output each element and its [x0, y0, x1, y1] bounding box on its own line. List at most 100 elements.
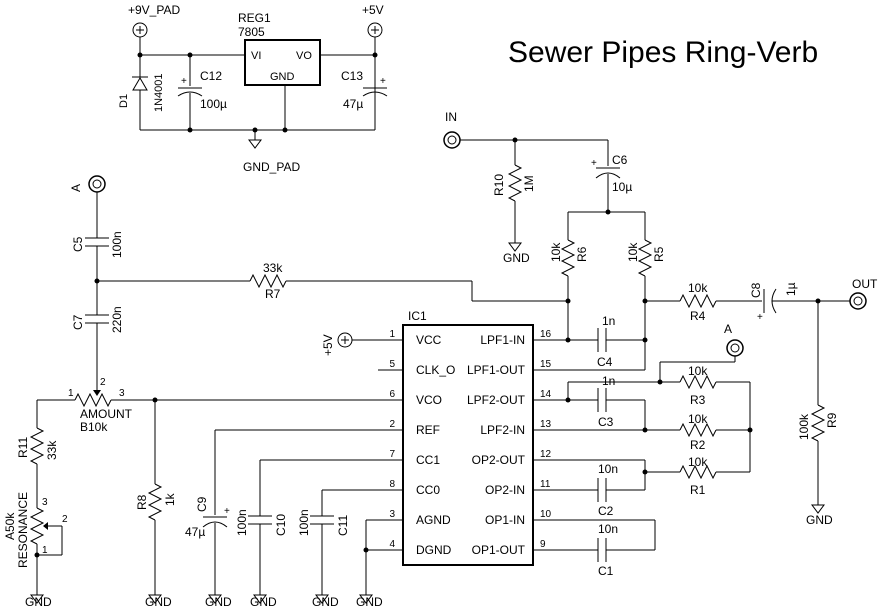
ic-pin-num-14: 14: [540, 389, 552, 400]
gnd-r10: GND: [503, 251, 530, 265]
ic-pin-num-7: 7: [389, 449, 395, 460]
c2-value: 10n: [598, 462, 618, 476]
c1-ref: C1: [598, 564, 614, 578]
c9-ref: C9: [195, 496, 209, 512]
gnd-c9: GND: [205, 595, 232, 609]
reg-vi: VI: [251, 50, 261, 62]
resonance-label: RESONANCE: [16, 492, 30, 568]
r1-ref: R1: [690, 483, 706, 497]
input-pad[interactable]: [443, 131, 461, 149]
ic-pin-name-op1-out: OP1-OUT: [472, 543, 526, 557]
v9-label: +9V_PAD: [128, 3, 180, 17]
ic-pin-num-13: 13: [540, 419, 552, 430]
ic-pin-num-3: 3: [389, 509, 395, 520]
r3-ref: R3: [690, 393, 706, 407]
c10-value: 100n: [235, 509, 249, 536]
c1-value: 10n: [598, 522, 618, 536]
ic1-body: [402, 324, 534, 566]
r1-value: 10k: [688, 455, 708, 469]
d1-ref: D1: [118, 94, 130, 108]
r4-ref: R4: [690, 309, 706, 323]
gnd-pad-label: GND_PAD: [243, 160, 300, 174]
c2-ref: C2: [598, 504, 614, 518]
a-pad-right[interactable]: [726, 339, 744, 357]
c3-value: 1n: [602, 374, 615, 388]
r9-ref: R9: [825, 412, 839, 428]
ic-pin-name-dgnd: DGND: [416, 543, 452, 557]
amount-label: AMOUNT: [80, 407, 133, 421]
ic-pin-num-12: 12: [540, 449, 552, 460]
ic-pin-name-lpf2-out: LPF2-OUT: [467, 393, 526, 407]
schematic-title: Sewer Pipes Ring-Verb: [508, 36, 818, 69]
a-pad-left[interactable]: [88, 175, 106, 193]
reg-vo: VO: [296, 50, 312, 62]
r11-ref: R11: [16, 437, 30, 458]
ic-pin-name-vcc: VCC: [416, 333, 442, 347]
ic-pin-name-lpf1-in: LPF1-IN: [480, 333, 525, 347]
ic-pin-name-cc0: CC0: [416, 483, 440, 497]
ic-pin-name-vco: VCO: [416, 393, 442, 407]
ic1-ref: IC1: [408, 309, 427, 323]
a-label-right: A: [724, 322, 732, 336]
ic-pin-name-agnd: AGND: [416, 513, 451, 527]
r6-ref: R6: [575, 246, 589, 262]
gnd-ic: GND: [356, 595, 383, 609]
c4-value: 1n: [602, 314, 615, 328]
ic-pin-num-1: 1: [389, 329, 395, 340]
resonance-pin2: 2: [62, 514, 68, 525]
amount-pin1: 1: [68, 388, 74, 399]
ic-pin-num-2: 2: [389, 419, 395, 430]
c6-ref: C6: [612, 153, 628, 167]
r10-value: 1M: [522, 175, 536, 192]
r2-ref: R2: [690, 438, 706, 452]
amount-pin3: 3: [119, 388, 125, 399]
ic-pin-name-lpf2-in: LPF2-IN: [480, 423, 525, 437]
svg-text:+: +: [181, 76, 187, 87]
ic-v5-label: +5V: [321, 334, 335, 356]
ic-pin-num-16: 16: [540, 329, 552, 340]
ic-pin-num-10: 10: [540, 509, 552, 520]
ic-pin-name-lpf1-out: LPF1-OUT: [467, 363, 526, 377]
r7-value: 33k: [263, 261, 283, 275]
c12-ref: C12: [200, 69, 222, 83]
resonance-pin3: 3: [42, 497, 48, 508]
c6-value: 10µ: [612, 180, 632, 194]
gnd-c11: GND: [312, 595, 339, 609]
r10-ref: R10: [492, 174, 506, 196]
ic-pin-num-15: 15: [540, 359, 552, 370]
a-label-left: A: [69, 184, 83, 192]
v5-top-label: +5V: [362, 3, 384, 17]
c8-ref: C8: [749, 282, 763, 298]
r8-ref: R8: [135, 494, 149, 510]
c12-value: 100µ: [200, 97, 227, 111]
reg-ref: REG1: [238, 11, 271, 25]
d1-value: 1N4001: [153, 73, 165, 112]
reg-gnd: GND: [270, 71, 295, 83]
r2-value: 10k: [688, 412, 708, 426]
svg-text:+: +: [224, 506, 230, 517]
amount-pin2: 2: [100, 377, 106, 388]
gnd-resonance: GND: [25, 595, 52, 609]
output-label: OUT: [852, 277, 878, 291]
ic-pin-name-op1-in: OP1-IN: [485, 513, 525, 527]
ic-pin-num-5: 5: [389, 359, 395, 370]
svg-text:+: +: [591, 158, 597, 169]
c5-ref: C5: [71, 236, 85, 252]
ic-pin-name-op2-in: OP2-IN: [485, 483, 525, 497]
output-pad[interactable]: [849, 292, 867, 310]
ic-pin-name-op2-out: OP2-OUT: [472, 453, 526, 467]
resonance-value: A50k: [3, 512, 17, 540]
ic-pin-name-ref: REF: [416, 423, 440, 437]
c8-value: 1µ: [784, 282, 798, 296]
gnd-r9: GND: [806, 513, 833, 527]
c7-ref: C7: [71, 314, 85, 330]
ic-pin-name-cc1: CC1: [416, 453, 440, 467]
c11-ref: C11: [336, 515, 350, 536]
ic-pin-name-clk_o: CLK_O: [416, 363, 455, 377]
c11-value: 100n: [297, 509, 311, 536]
r9-value: 100k: [797, 413, 811, 440]
ic-pin-num-4: 4: [389, 539, 395, 550]
c10-ref: C10: [274, 514, 288, 536]
